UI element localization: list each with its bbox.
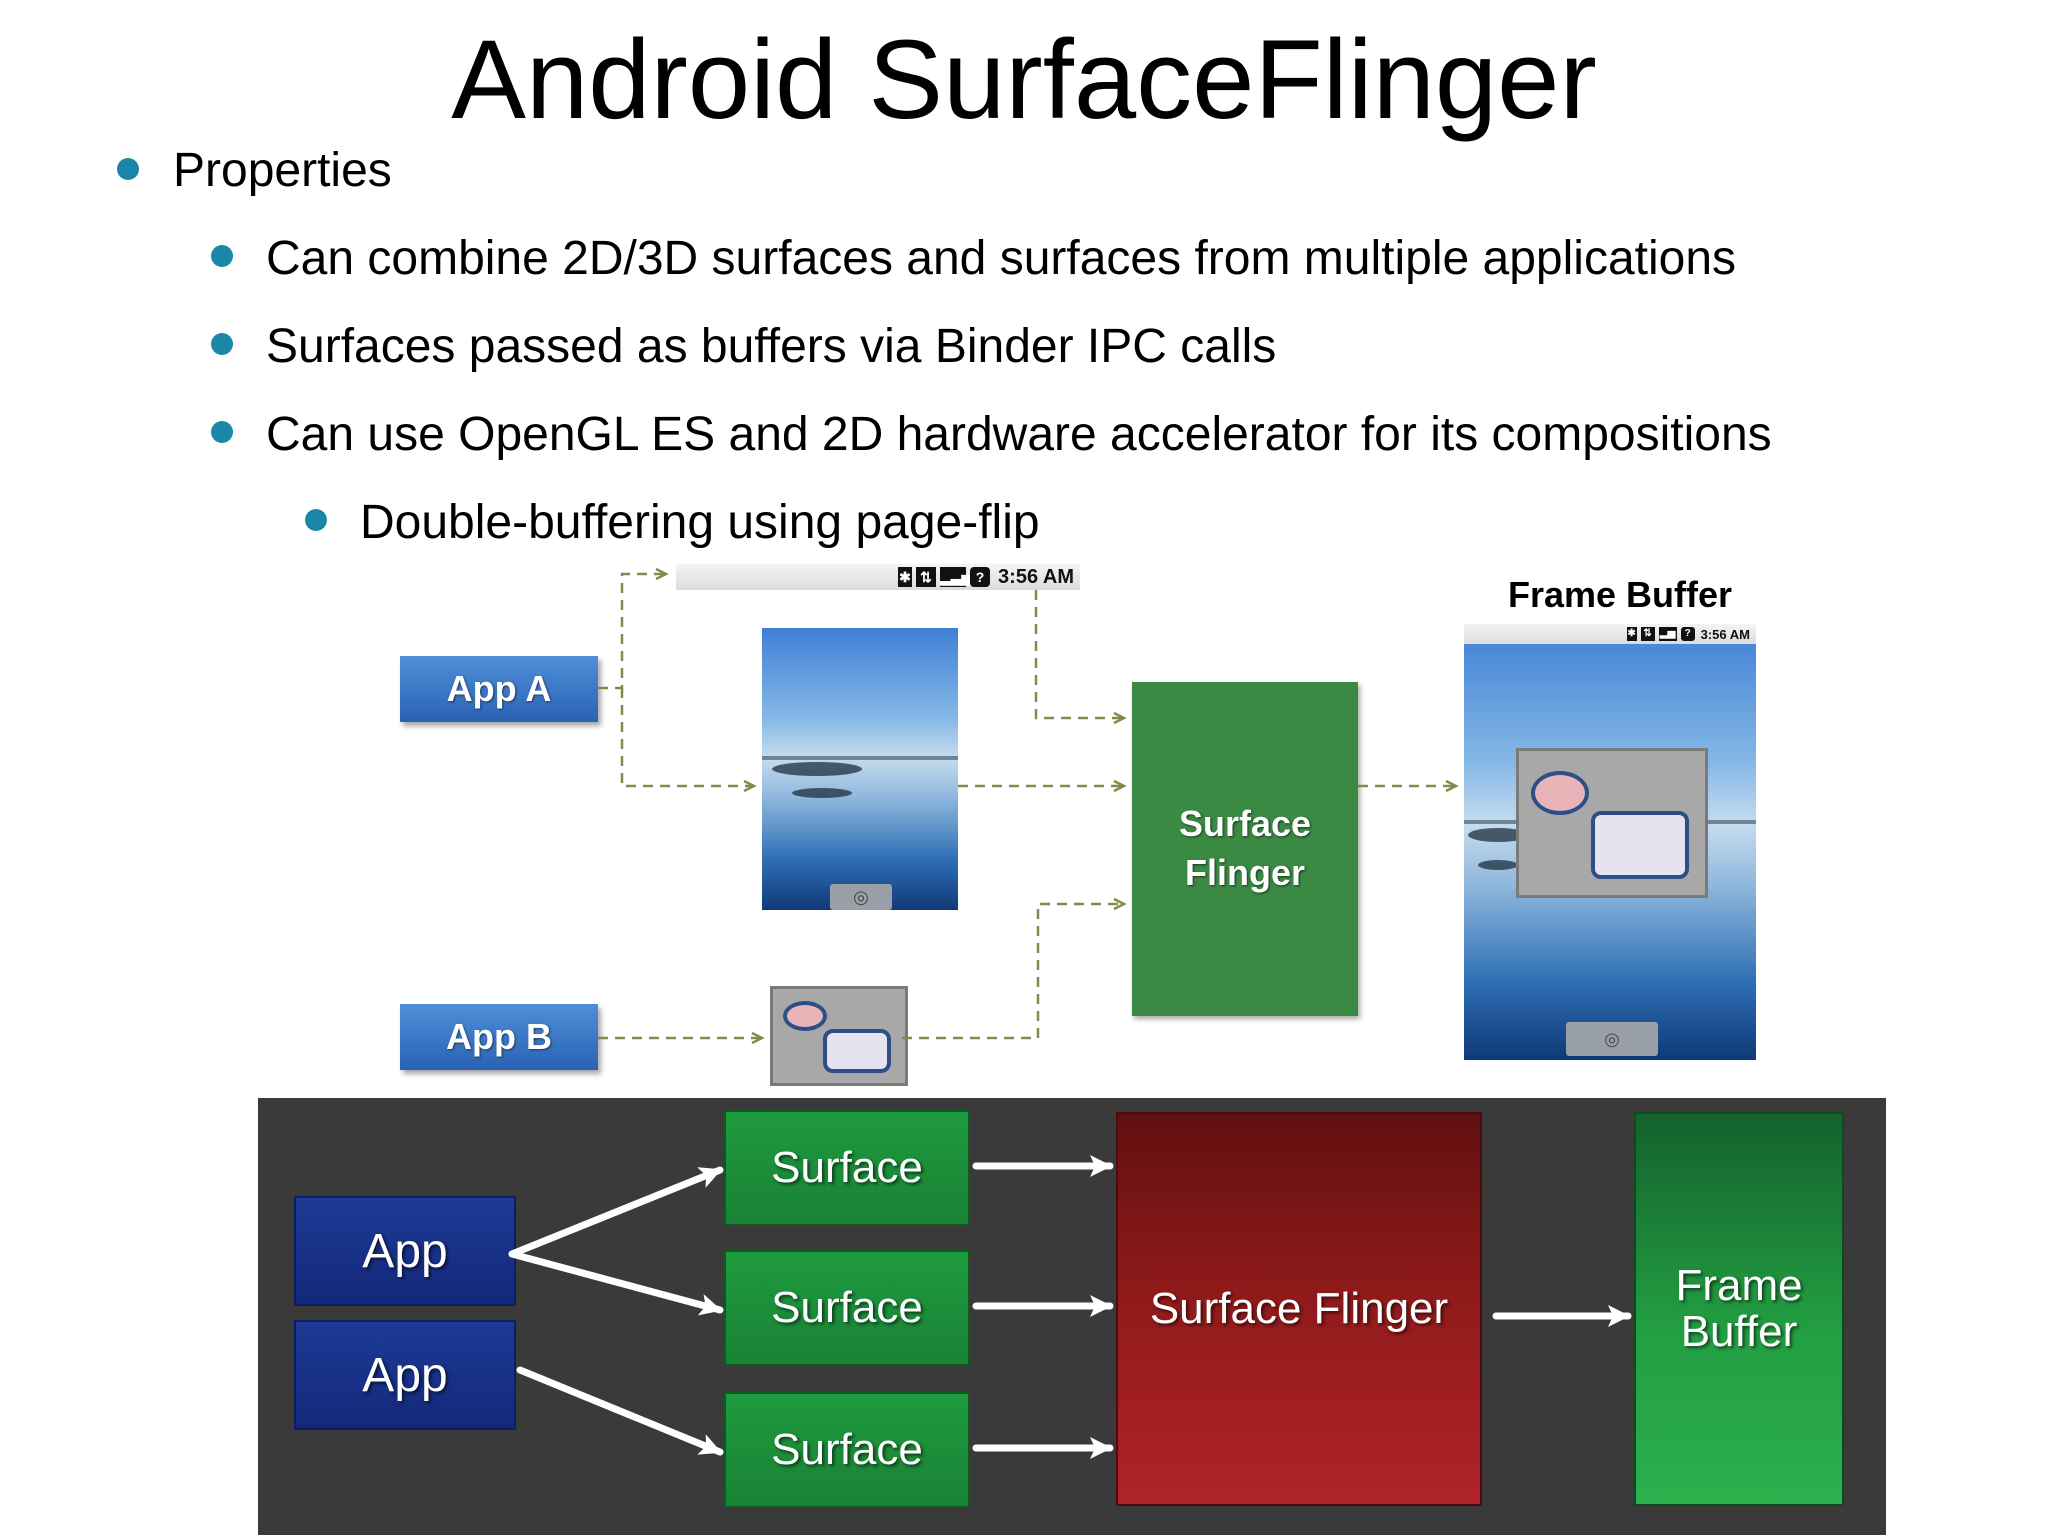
bullet-combine-surfaces: Can combine 2D/3D surfaces and surfaces … xyxy=(266,232,1737,285)
bluetooth-icon: ✱ xyxy=(1626,627,1637,641)
frame-buffer-line1: Frame xyxy=(1675,1260,1803,1310)
bottom-frame-buffer: Frame Buffer xyxy=(1634,1112,1844,1506)
surface-flinger-line1: Surface xyxy=(1178,803,1312,845)
status-bar: ✱ ⇅ ▂▃▅ ? 3:56 AM xyxy=(676,564,1080,590)
bullet-binder-ipc: Surfaces passed as buffers via Binder IP… xyxy=(266,320,1277,373)
bullet-dot xyxy=(117,158,139,180)
frame-buffer-line2: Buffer xyxy=(1680,1307,1798,1356)
composited-app-b-surface xyxy=(1516,748,1708,898)
fb-status-bar: ✱ ⇅ ▂▅ ? 3:56 AM xyxy=(1464,624,1756,644)
bullet-dot xyxy=(305,509,327,531)
bullet-dot xyxy=(211,245,233,267)
frame-buffer-title: Frame Buffer xyxy=(1507,574,1733,615)
bullet-properties: Properties xyxy=(173,144,392,197)
signal-icon: ▂▅ xyxy=(1658,627,1677,641)
app-a-button: App A xyxy=(400,656,598,722)
signal-icon: ▂▃▅ xyxy=(940,567,973,587)
bluetooth-icon: ✱ xyxy=(898,567,913,587)
status-time: 3:56 AM xyxy=(998,565,1074,588)
app-b-button: App B xyxy=(400,1004,598,1070)
home-button-icon: ◎ xyxy=(1566,1022,1658,1056)
bullet-double-buffering: Double-buffering using page-flip xyxy=(360,496,1040,549)
network-icon: ⇅ xyxy=(916,567,937,587)
network-icon: ⇅ xyxy=(1640,627,1655,641)
alarm-icon: ? xyxy=(1680,627,1695,641)
wallpaper-surface: ◎ xyxy=(762,628,958,910)
frame-buffer-screen: ✱ ⇅ ▂▅ ? 3:56 AM ◎ xyxy=(1464,624,1756,1060)
app-b-surface xyxy=(770,986,908,1086)
home-button-icon: ◎ xyxy=(830,884,892,910)
bullet-dot xyxy=(211,333,233,355)
bullet-opengl-es: Can use OpenGL ES and 2D hardware accele… xyxy=(266,408,1772,461)
page-title: Android SurfaceFlinger xyxy=(451,17,1597,142)
bottom-surface-2: Surface xyxy=(724,1250,970,1366)
bottom-app-2: App xyxy=(294,1320,516,1430)
bottom-surface-flinger: Surface Flinger xyxy=(1116,1112,1482,1506)
bottom-surface-1: Surface xyxy=(724,1110,970,1226)
surface-flinger-line2: Flinger xyxy=(1184,852,1305,893)
surface-flinger-box: Surface Flinger xyxy=(1132,682,1358,1016)
alarm-icon: ? xyxy=(970,567,991,587)
bottom-surface-3: Surface xyxy=(724,1392,970,1508)
bullet-dot xyxy=(211,421,233,443)
fb-status-time: 3:56 AM xyxy=(1700,626,1750,642)
